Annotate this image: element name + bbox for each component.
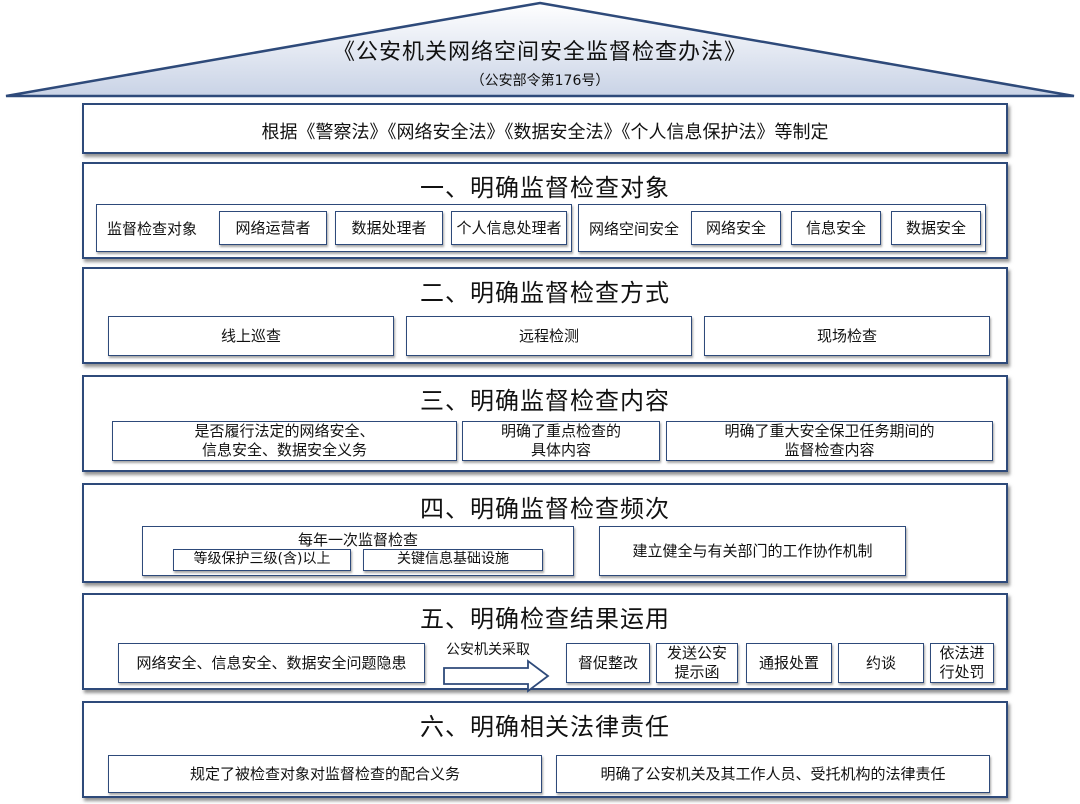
section-title: 一、明确监督检查对象 <box>420 174 670 202</box>
basis-text: 根据《警察法》《网络安全法》《数据安全法》《个人信息保护法》等制定 <box>261 122 829 143</box>
action-line: 发送公安 <box>666 644 727 663</box>
action-line: 督促整改 <box>577 653 638 672</box>
group-label: 网络空间安全 <box>589 220 680 238</box>
action-line: 通报处置 <box>758 653 819 672</box>
arrow-label: 公安机关采取 <box>446 642 530 658</box>
group-cyberspace-security: 网络空间安全 网络安全 信息安全 数据安全 <box>578 204 986 252</box>
action-urge-rectification: 督促整改 <box>566 643 650 683</box>
roof-subtitle: （公安部令第176号） <box>470 73 610 89</box>
group-label: 每年一次监督检查 <box>297 531 418 549</box>
content-line: 信息安全、数据安全义务 <box>201 441 367 459</box>
object-personal-info-processor: 个人信息处理者 <box>451 211 567 245</box>
action-notification-handling: 通报处置 <box>746 643 832 683</box>
liability-police-responsibility: 明确了公安机关及其工作人员、受托机构的法律责任 <box>556 755 990 793</box>
freq-coordination-mechanism: 建立健全与有关部门的工作协作机制 <box>599 526 906 576</box>
content-key-items: 明确了重点检查的 具体内容 <box>462 421 660 461</box>
group-annual-inspection: 每年一次监督检查 等级保护三级(含)以上 关键信息基础设施 <box>142 526 574 576</box>
content-line: 是否履行法定的网络安全、 <box>194 422 375 441</box>
section-inspection-methods: 二、明确监督检查方式 线上巡查 远程检测 现场检查 <box>82 267 1008 364</box>
content-line: 明确了重点检查的 <box>500 422 621 441</box>
section-title: 二、明确监督检查方式 <box>420 279 670 307</box>
action-line: 提示函 <box>674 663 720 681</box>
group-label: 监督检查对象 <box>107 220 198 238</box>
content-line: 具体内容 <box>530 441 591 459</box>
method-online-patrol: 线上巡查 <box>108 316 394 356</box>
object-data-processor: 数据处理者 <box>335 211 443 245</box>
group-inspection-objects: 监督检查对象 网络运营者 数据处理者 个人信息处理者 <box>96 204 572 252</box>
content-legal-obligations: 是否履行法定的网络安全、 信息安全、数据安全义务 <box>112 421 457 461</box>
liability-cooperation-obligation: 规定了被检查对象对监督检查的配合义务 <box>108 755 542 793</box>
action-line: 行处罚 <box>939 663 985 681</box>
object-network-operator: 网络运营者 <box>219 211 327 245</box>
section-inspection-frequency: 四、明确监督检查频次 每年一次监督检查 等级保护三级(含)以上 关键信息基础设施… <box>82 483 1008 583</box>
action-line: 约谈 <box>865 653 896 672</box>
method-onsite-inspection: 现场检查 <box>704 316 990 356</box>
item-network-security: 网络安全 <box>691 211 781 245</box>
content-line: 监督检查内容 <box>784 441 875 459</box>
section-inspection-content: 三、明确监督检查内容 是否履行法定的网络安全、 信息安全、数据安全义务 明确了重… <box>82 375 1008 472</box>
section-legal-liability: 六、明确相关法律责任 规定了被检查对象对监督检查的配合义务 明确了公安机关及其工… <box>82 701 1008 798</box>
action-legal-penalty: 依法进 行处罚 <box>930 643 994 683</box>
freq-level-protection: 等级保护三级(含)以上 <box>173 549 351 571</box>
section-result-application: 五、明确检查结果运用 网络安全、信息安全、数据安全问题隐患 公安机关采取 督促整… <box>82 593 1008 693</box>
right-arrow-icon <box>443 659 550 693</box>
item-data-security: 数据安全 <box>891 211 981 245</box>
action-interview: 约谈 <box>838 643 924 683</box>
basis-row: 根据《警察法》《网络安全法》《数据安全法》《个人信息保护法》等制定 <box>82 103 1008 154</box>
item-information-security: 信息安全 <box>791 211 881 245</box>
roof-title: 《公安机关网络空间安全监督检查办法》 <box>332 40 747 65</box>
roof-shape <box>5 1 1075 98</box>
freq-critical-infrastructure: 关键信息基础设施 <box>363 549 543 571</box>
action-line: 依法进 <box>939 644 985 663</box>
content-major-events: 明确了重大安全保卫任务期间的 监督检查内容 <box>666 421 993 461</box>
section-inspection-objects: 一、明确监督检查对象 监督检查对象 网络运营者 数据处理者 个人信息处理者 网络… <box>82 162 1008 259</box>
section-title: 四、明确监督检查频次 <box>420 495 670 523</box>
content-line: 明确了重大安全保卫任务期间的 <box>724 422 935 441</box>
result-hidden-dangers: 网络安全、信息安全、数据安全问题隐患 <box>118 643 425 683</box>
section-title: 六、明确相关法律责任 <box>420 713 670 741</box>
method-remote-detection: 远程检测 <box>406 316 692 356</box>
section-title: 五、明确检查结果运用 <box>420 605 670 633</box>
action-send-reminder-letter: 发送公安 提示函 <box>656 643 738 683</box>
section-title: 三、明确监督检查内容 <box>420 387 670 415</box>
